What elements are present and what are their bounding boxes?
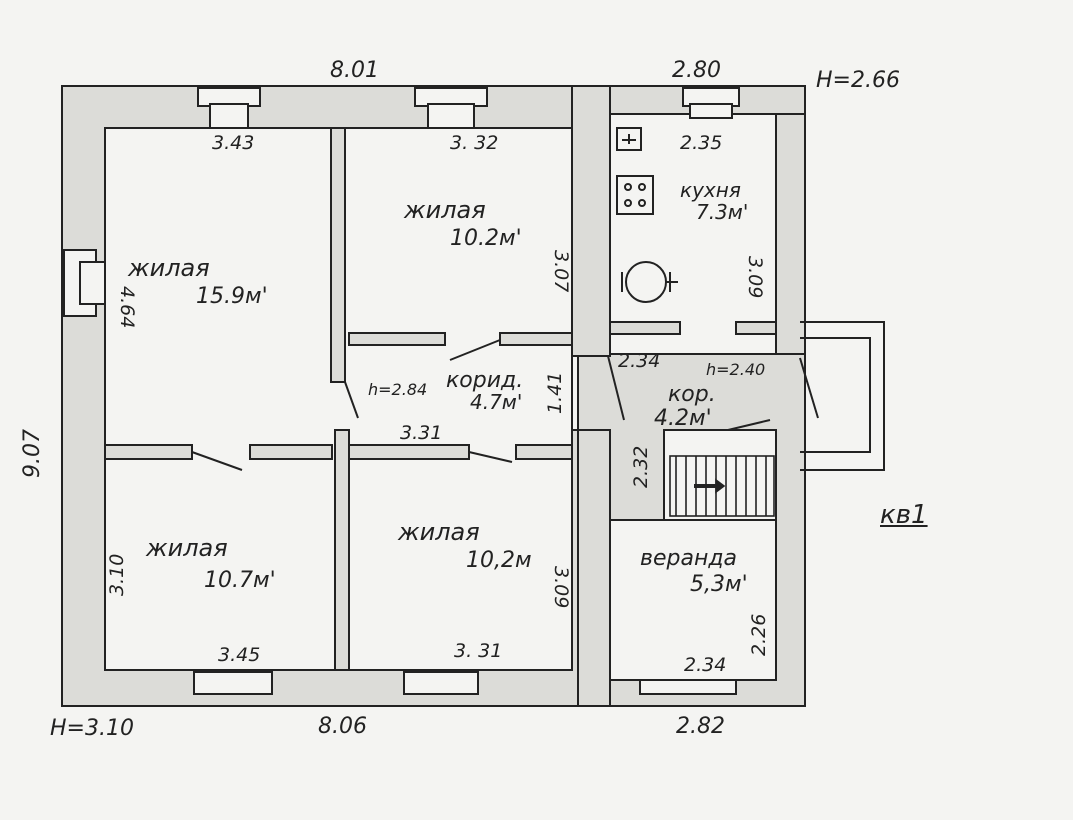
doors [191,339,819,471]
right-bottom-width-label: 2.82 [676,714,725,739]
room-corridor2-dim: 2.32 [630,445,652,488]
room-veranda-dim-h: 2.26 [748,613,770,656]
room-living-big-dim-h: 4.64 [116,286,138,329]
room-kitchen-dim-b: 2.34 [618,350,661,372]
room-corridor-height: h=2.84 [368,380,428,399]
kitchen-fixtures [616,127,678,303]
room-living-bl-dim-h: 3.10 [106,553,128,596]
apartment-label: кв1 [880,500,928,530]
room-living-big-dim-w: 3.43 [212,132,255,154]
room-kitchen-name: кухня [680,178,741,202]
room-living-bm-name: жилая [398,518,480,546]
room-kitchen-dim-w: 2.35 [680,132,723,154]
room-corridor-dim-h: 1.41 [544,371,566,414]
walls [61,85,806,707]
room-living-bl-dim-w: 3.45 [218,644,261,666]
room-living-bm-area: 10,2м [466,548,532,573]
room-corridor-area: 4.7м' [470,390,523,414]
room-living-top-mid-dim-w: 3. 32 [450,132,499,154]
room-living-top-mid-area: 10.2м' [450,226,522,251]
room-corridor2-area: 4.2м' [654,406,712,431]
left-height-label: 9.07 [20,429,45,478]
room-corridor2-name: кор. [668,382,716,407]
room-living-bl-name: жилая [146,534,228,562]
windows [63,87,740,695]
porch [800,321,885,471]
room-corridor-name: корид. [446,368,524,393]
height-top-right-label: H=2.66 [816,68,900,93]
bottom-width-label: 8.06 [318,714,367,739]
room-living-big-area: 15.9м' [196,284,268,309]
room-living-bl-area: 10.7м' [204,568,276,593]
stair-steps [669,455,775,517]
room-kitchen-dim-h: 3.09 [744,256,766,299]
room-living-big-name: жилая [128,254,210,282]
room-veranda-area: 5,3м' [690,572,748,597]
right-top-width-label: 2.80 [672,58,721,83]
room-living-top-mid-dim-h: 3.07 [550,250,572,293]
room-living-top-mid-name: жилая [404,196,486,224]
height-bottom-left-label: H=3.10 [50,716,134,741]
room-veranda-name: веранда [640,546,738,571]
top-width-label: 8.01 [330,58,379,83]
room-living-bm-dim-w: 3. 31 [454,640,503,662]
room-corridor-dim-w: 3.31 [400,422,443,444]
room-veranda-dim-w: 2.34 [684,654,727,676]
room-kitchen-area: 7.3м' [696,200,749,224]
room-corridor2-height: h=2.40 [706,360,766,379]
room-living-bm-dim-h: 3.09 [550,566,572,609]
